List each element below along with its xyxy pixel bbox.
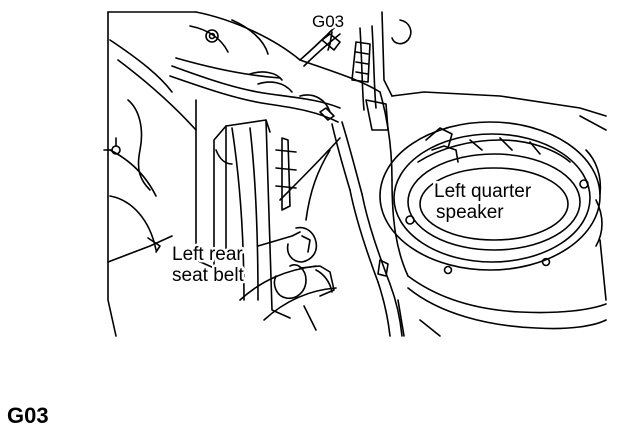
quarter-panel	[379, 91, 607, 337]
g03-callout: G03	[312, 12, 344, 31]
speaker-assembly	[379, 121, 603, 275]
figure-caption: G03	[7, 403, 49, 428]
seat-belt-leader-line	[257, 231, 301, 247]
seat-belt-structure	[195, 99, 335, 319]
body-panel-outline	[103, 11, 607, 337]
seat-belt-label-line2: seat belt	[172, 265, 245, 286]
seat-belt-label-line1: Left rear	[172, 244, 243, 265]
g03-leader-line	[327, 31, 333, 51]
speaker-label-line1: Left quarter	[434, 181, 532, 202]
speaker-label-line2: speaker	[436, 202, 504, 223]
wiring-harness	[169, 25, 403, 337]
